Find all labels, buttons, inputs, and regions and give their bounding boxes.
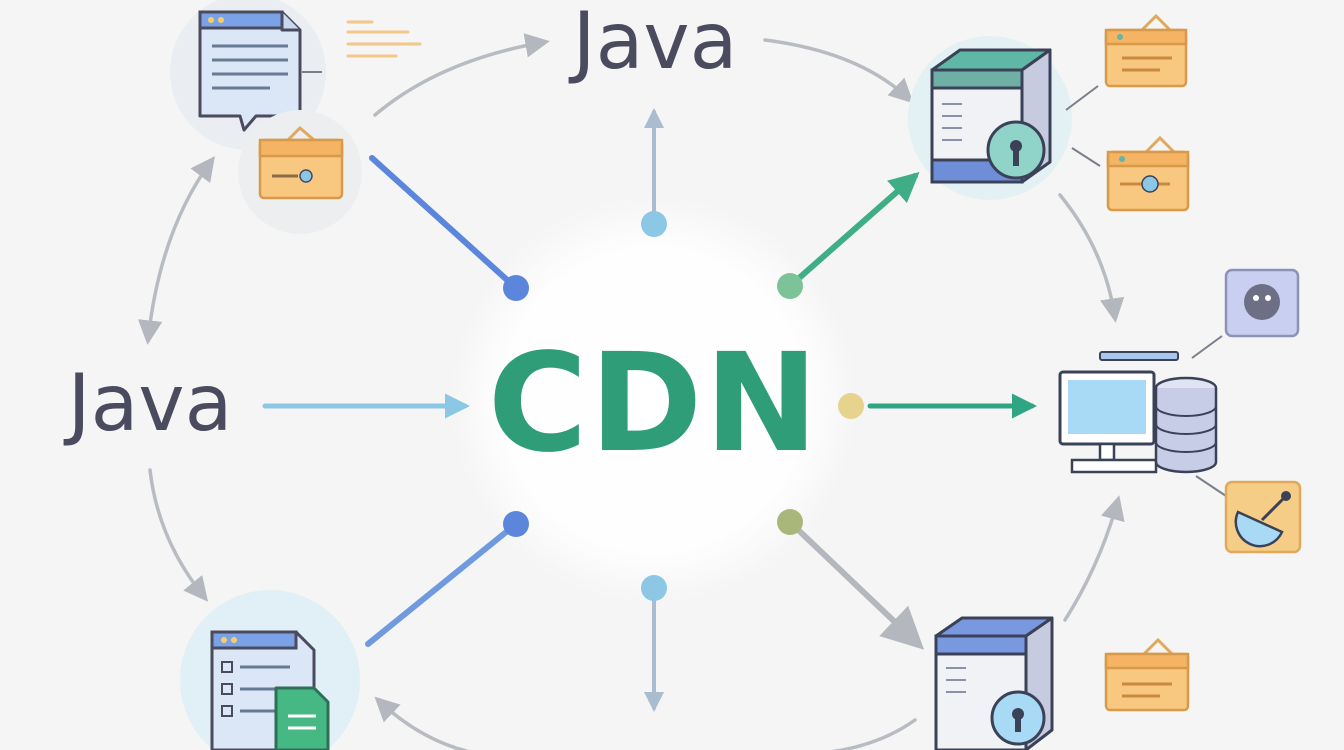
spoke-bottom-left: [365, 521, 519, 647]
spoke-bottom-right: [789, 521, 925, 650]
server-lock-icon: [934, 616, 1054, 750]
dot-top: [641, 211, 667, 237]
arrow-doc-java-bidirectional: [137, 156, 215, 345]
arrow-java-to-server: [763, 38, 914, 104]
node-label-top: Java: [568, 0, 738, 87]
dot-bottom-left: [503, 511, 529, 537]
dot-right: [838, 393, 864, 419]
outer-cycle-arrows: [137, 33, 1125, 750]
arrow-bottom-left: [374, 696, 470, 750]
dot-bottom-right: [777, 509, 803, 535]
satellite-dish-icon: [1195, 475, 1302, 554]
folder-icon: [1106, 135, 1190, 212]
node-label-left: Java: [63, 359, 233, 449]
center-glow: [449, 195, 859, 605]
arrow-java-to-doc2: [148, 468, 209, 602]
document-list-icon: [180, 590, 360, 750]
user-avatar-icon: [1191, 268, 1300, 359]
dot-top-right: [777, 273, 803, 299]
database-icon: [1154, 376, 1218, 474]
arrow-server-to-computer: [1058, 193, 1125, 323]
center-label-cdn: CDN: [488, 325, 821, 483]
server-lock-icon: [908, 36, 1101, 200]
arrow-bottom-right: [831, 718, 917, 750]
dot-bottom: [641, 575, 667, 601]
dot-top-left: [503, 275, 529, 301]
desktop-computer-icon: [1058, 351, 1179, 474]
arrow-doc-to-java: [373, 33, 550, 117]
spoke-top-right: [787, 172, 920, 289]
arrow-server2-to-computer: [1063, 495, 1125, 622]
spokes: [262, 108, 1037, 712]
text-lines-icon: [346, 20, 422, 58]
folder-icon: [238, 110, 362, 234]
spoke-top-left: [369, 155, 519, 291]
document-green-icon: [274, 686, 330, 750]
folder-icon: [1104, 13, 1188, 88]
folder-icon: [1104, 637, 1190, 712]
